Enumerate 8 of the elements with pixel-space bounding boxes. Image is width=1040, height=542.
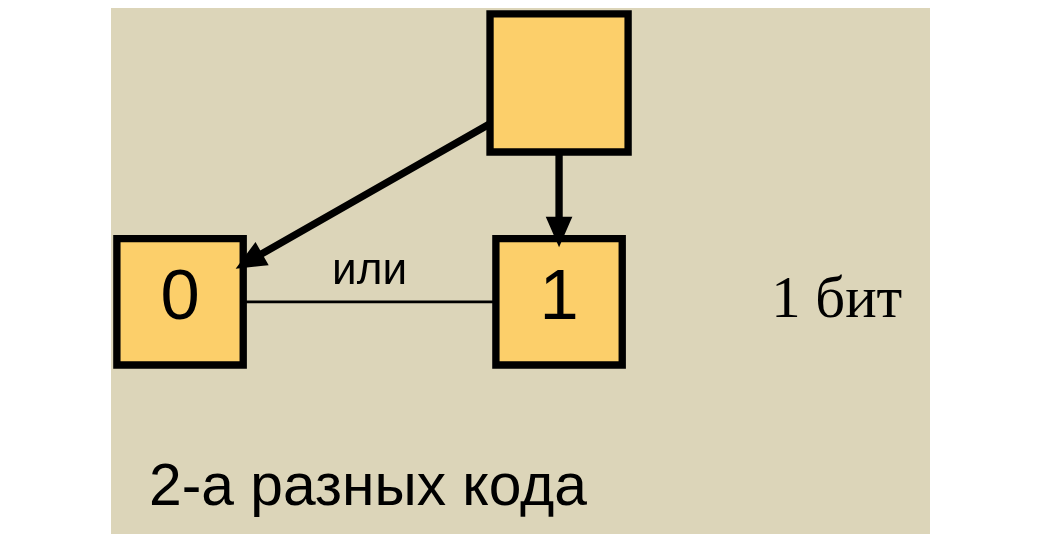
node-box: 1 <box>491 235 626 369</box>
label: 1 бит <box>770 264 902 330</box>
label: 2-а разных кода <box>148 451 587 517</box>
arrow <box>545 152 572 248</box>
edge-label: или <box>331 244 407 294</box>
node-box <box>485 10 632 156</box>
connector <box>243 300 495 304</box>
node-box: 0 <box>112 235 247 369</box>
